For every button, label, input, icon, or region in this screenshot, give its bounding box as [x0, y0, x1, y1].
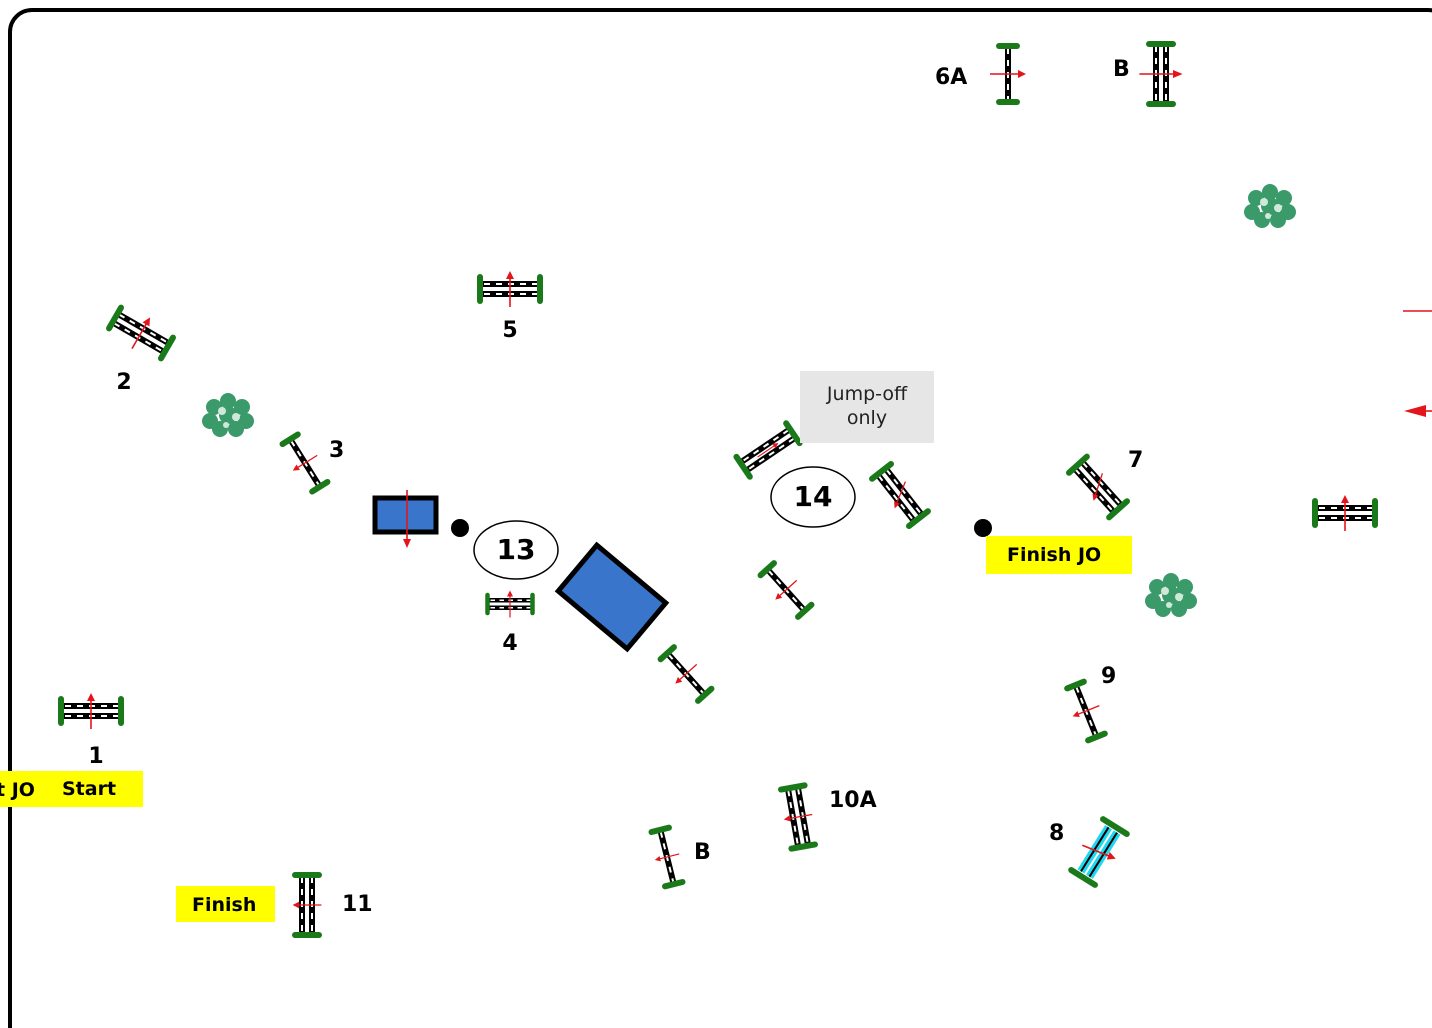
fence-14-number: 14 — [794, 480, 833, 513]
jump-off-note-box — [800, 371, 934, 443]
fence-2-number: 2 — [116, 370, 131, 395]
shrub-left — [202, 393, 254, 437]
edge-direction-arrow — [1404, 405, 1432, 417]
fence-8-number: 8 — [1049, 821, 1064, 846]
finish-tag: Finish — [192, 894, 256, 916]
fence-3-number: 3 — [329, 438, 344, 463]
jump-off-note-line1: Jump-off — [826, 383, 908, 405]
finish-jo-tag: Finish JO — [1007, 544, 1101, 566]
fence-6b-number: B — [1113, 57, 1130, 82]
start-tag-bg — [36, 771, 143, 807]
fence-10a-number: 10A — [829, 788, 877, 813]
water-tray-small — [372, 490, 439, 548]
start-jo-tag: t JO — [0, 779, 35, 801]
shrub-right — [1145, 573, 1197, 617]
finish-jo-tag-bg — [986, 536, 1132, 574]
start-tag: Start — [62, 778, 116, 800]
jump-off-note-line2: only — [847, 407, 887, 429]
fence-11-number: 11 — [342, 892, 373, 917]
jump-off-finish-flag — [974, 519, 992, 537]
fence-9-number: 9 — [1101, 664, 1116, 689]
fence-4-number: 4 — [502, 631, 517, 656]
water-jump-large — [554, 541, 670, 653]
fence-10b-number: B — [694, 840, 711, 865]
shrub-top-right — [1244, 184, 1296, 228]
fence-1-number: 1 — [88, 744, 103, 769]
fence-14-marker — [770, 466, 856, 528]
fence-6a-number: 6A — [935, 65, 967, 90]
fence-13-number: 13 — [497, 533, 536, 566]
fence-13-marker — [473, 520, 559, 580]
fence-5-number: 5 — [502, 318, 517, 343]
arena-border — [8, 8, 1432, 1028]
jump-off-start-flag — [451, 519, 469, 537]
finish-tag-bg — [176, 886, 275, 922]
fence-7-number: 7 — [1128, 448, 1143, 473]
